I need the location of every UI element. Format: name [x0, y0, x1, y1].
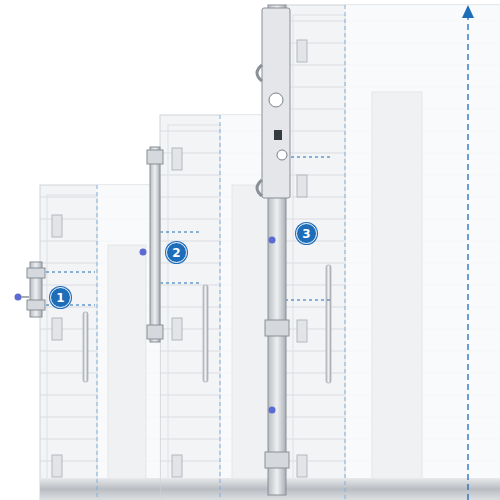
callout-number: 3: [296, 223, 317, 244]
lock-one: [15, 262, 46, 317]
callout-number: 1: [50, 287, 71, 308]
callout-text: 2: [172, 247, 180, 259]
lock-three: [257, 5, 290, 495]
door-one: [40, 185, 160, 500]
door-three: [285, 5, 500, 500]
callout-text: 1: [56, 292, 64, 304]
callout-number: 2: [166, 242, 187, 263]
lock-two: [140, 147, 164, 342]
callout-text: 3: [302, 228, 310, 240]
